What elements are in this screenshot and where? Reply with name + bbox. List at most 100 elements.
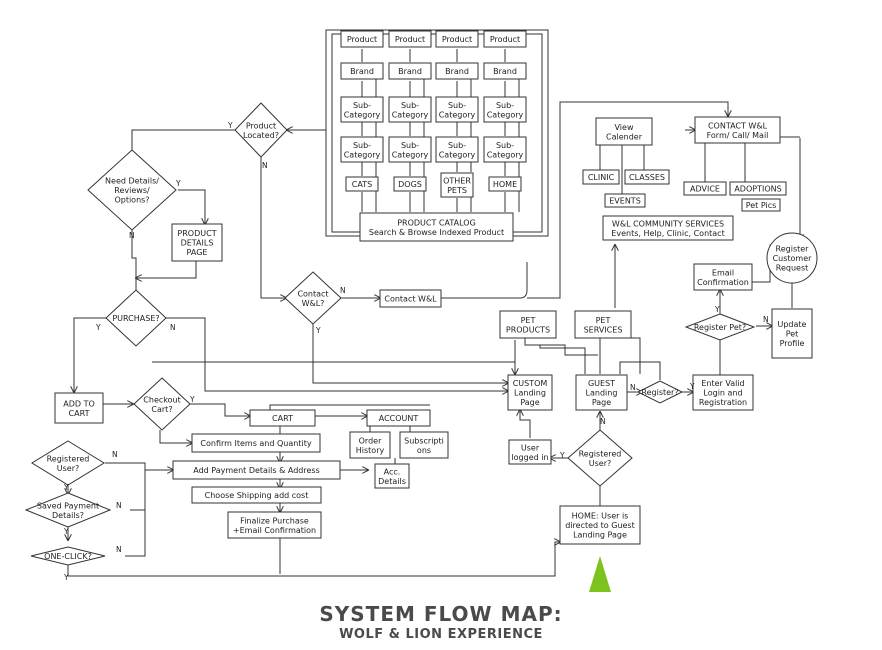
node-shape [624,169,670,185]
node-label: Contact [297,289,328,298]
node-shape [575,374,628,411]
node-label: Cart? [151,405,172,414]
decision-branch-label: N [129,231,135,240]
node-label: GUEST [588,379,615,388]
node-label: Brand [350,67,374,76]
node-brand1: Brand [340,62,384,80]
node-shape [559,505,641,545]
node-shape [602,215,734,241]
node-petpics: Pet Pics [741,198,781,212]
node-label: ons [417,446,431,455]
node-label: +Email Confirmation [233,526,316,535]
node-shape [507,374,553,411]
node-label: W&L? [302,299,325,308]
node-label: Subscripti [404,436,444,445]
node-shape [435,30,479,48]
node-shape [440,172,474,198]
node-label: Checkout [143,395,180,404]
node-shape [684,313,756,341]
node-shape [54,392,104,424]
node-label: ACCOUNT [379,414,419,423]
node-label: W&L COMMUNITY SERVICES [612,219,724,228]
node-contactwl: Contact W&L [379,289,442,308]
node-shape [692,374,754,411]
decision-branch-label: N [630,383,636,392]
node-label: Reviews/ [114,186,150,195]
node-label: PRODUCT CATALOG [397,218,476,227]
node-shape [379,289,442,308]
node-label: Acc. [384,467,401,476]
node-shape [374,463,410,489]
node-label: Page [520,398,539,407]
node-label: Pet Pics [746,201,777,210]
node-advice: ADVICE [683,181,727,196]
node-label: PETS [447,186,467,195]
node-label: logged in [511,453,548,462]
decision-branch-label: N [116,501,122,510]
node-brand4: Brand [483,62,527,80]
node-label: Register? [641,388,678,397]
node-shape [729,181,787,196]
node-shape [483,136,527,163]
node-oneclick: ONE-CLICK? [30,546,106,566]
node-events: EVENTS [604,193,646,208]
node-label: Category [487,150,524,159]
node-label: Contact W&L [384,295,437,304]
node-label: Product [246,121,276,130]
node-brand3: Brand [435,62,479,80]
node-registerpet: Register Pet? [684,313,756,341]
node-shape [636,380,684,404]
node-label: Sub- [448,101,466,110]
node-label: Category [344,110,381,119]
decision-branch-label: N [262,161,268,170]
decision-branch-label: Y [63,483,69,492]
node-label: Landing [514,389,546,398]
node-label: Registered [579,449,622,458]
node-label: Product [395,35,425,44]
node-subb3: Sub-Category [435,136,479,163]
node-shape [191,433,321,453]
node-label: Events, Help, Clinic, Contact [611,229,724,238]
node-clinic: CLINIC [582,169,620,185]
node-label: Saved Payment [37,501,99,510]
start-marker-icon [589,556,611,592]
node-shape [574,310,632,339]
node-shape [388,62,432,80]
node-label: Need Details/ [105,177,159,186]
node-shipping: Choose Shipping add cost [191,486,322,504]
node-label: Registered [47,454,90,463]
node-shape [435,96,479,123]
node-label: HOME [493,180,517,189]
node-shape [87,149,177,231]
node-label: Sub- [353,101,371,110]
decision-branch-label: N [112,450,118,459]
node-shape [105,289,167,347]
node-shape [393,176,427,192]
node-shape [483,30,527,48]
node-label: Sub- [448,141,466,150]
node-shape [483,62,527,80]
node-label: CLASSES [629,173,665,182]
node-label: Category [344,150,381,159]
node-classes: CLASSES [624,169,670,185]
decision-branch-label: N [340,286,346,295]
node-shape [345,176,379,192]
node-suba1: Sub-Category [340,96,384,123]
node-label: EVENTS [609,197,641,206]
node-shape [359,212,514,242]
node-label: Landing [586,389,618,398]
node-label: Form/ Call/ Mail [707,131,769,140]
node-addpayment: Add Payment Details & Address [172,460,341,480]
node-dogs: DOGS [393,176,427,192]
node-label: Category [392,150,429,159]
node-shape [435,62,479,80]
node-shape [133,377,191,431]
